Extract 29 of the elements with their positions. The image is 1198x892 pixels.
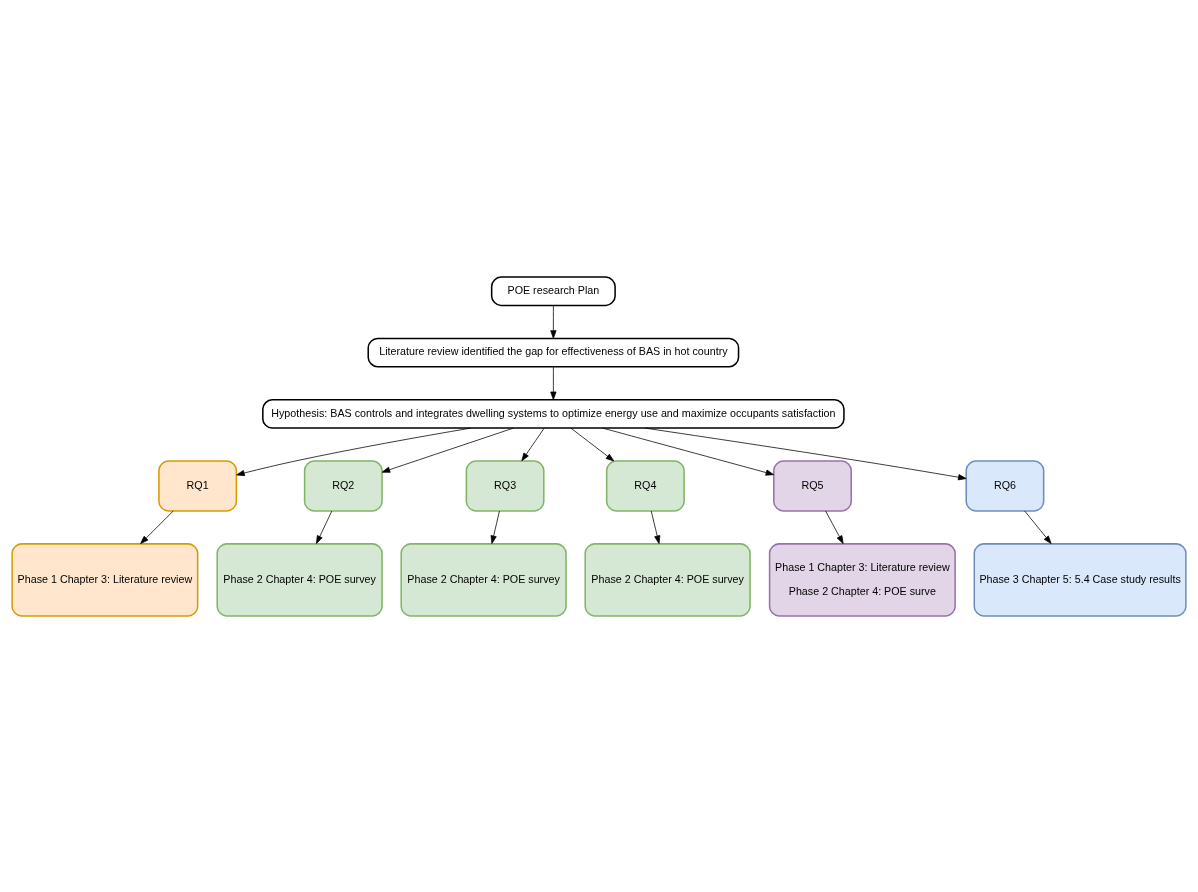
arrow [650,510,661,544]
arrow [644,427,967,480]
arrow [236,427,471,476]
node-box: RQ2 [303,459,383,512]
arrow [140,510,174,544]
node-box: RQ1 [158,459,238,512]
arrow [490,510,500,544]
node-box: Phase 2 Chapter 4: POE survey [584,542,751,617]
arrow [602,427,775,476]
arrow [550,304,557,339]
arrow [825,510,844,544]
node-box: Phase 1 Chapter 3: Literature review Phase 2 Chapter 4: POE surve [768,542,956,617]
arrow [521,427,545,461]
node-box: Phase 2 Chapter 4: POE survey [216,542,383,617]
node-box: RQ4 [605,459,685,512]
arrow [381,427,514,473]
node-box: POE research Plan [490,275,616,306]
arrow [570,427,615,461]
node-box: RQ6 [965,459,1045,512]
node-box: RQ3 [465,459,545,512]
node-box: Literature review identified the gap for effectiveness of BAS in hot country [367,337,740,368]
node-box: Phase 2 Chapter 4: POE survey [400,542,567,617]
node-box: Phase 1 Chapter 3: Literature review [11,542,199,617]
arrow [316,510,333,544]
node-box: Phase 3 Chapter 5: 5.4 Case study results [973,542,1187,617]
node-box: RQ5 [773,459,852,512]
arrow [1024,510,1052,544]
arrow [550,366,557,400]
node-box: Hypothesis: BAS controls and integrates dwelling systems to optimize energy use and maximize occupants satisfaction [262,398,845,429]
